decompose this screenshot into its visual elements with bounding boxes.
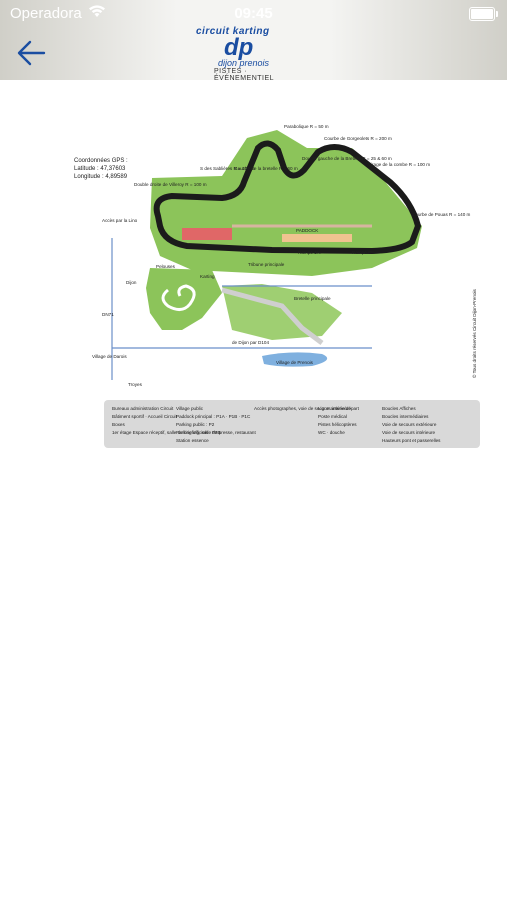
legend-item: Parking officiels : P3B bbox=[176, 430, 221, 435]
gps-title: Coordonnées GPS : bbox=[74, 158, 128, 164]
legend-item: Parking public : P2 bbox=[176, 422, 215, 427]
legend-item: Accès photographes, voie de secours inté… bbox=[254, 406, 351, 411]
village-darois-label: Village de Darois bbox=[92, 354, 127, 359]
corner-label: S des Sablières R = 100 m bbox=[200, 166, 255, 171]
legend-item: Ligne arrivée/départ bbox=[318, 406, 360, 411]
circuit-map: Coordonnées GPS : Latitude : 47,37603 Lo… bbox=[74, 124, 480, 448]
legend-item: 1er étage Espace réceptif, salle de brie… bbox=[112, 430, 256, 435]
legend-item: Boucles Affiches bbox=[382, 406, 416, 411]
legend-item: Voie de secours intérieure bbox=[382, 430, 436, 435]
paved-access bbox=[221, 287, 324, 345]
karting-track bbox=[161, 284, 196, 311]
legend-item: WC · douche bbox=[318, 430, 345, 435]
paddock-area bbox=[182, 228, 232, 240]
legend-item: Pistes hélicoptères bbox=[318, 422, 357, 427]
legend-item: Boucles intermédiaires bbox=[382, 414, 429, 419]
gps-lon: Longitude : 4,89589 bbox=[74, 174, 128, 180]
corner-label: Virage de la combe R = 100 m bbox=[368, 162, 430, 167]
legend-item: Bureaux administration Circuit bbox=[112, 406, 174, 411]
lawns-label: Pelouses bbox=[156, 264, 176, 269]
legend-item: Voie de secours extérieure bbox=[382, 422, 437, 427]
corner-label: Double droite de Villeroy R = 100 m bbox=[134, 182, 207, 187]
karting-grass-area bbox=[146, 268, 222, 330]
clock: 09:45 bbox=[234, 5, 273, 22]
wifi-icon bbox=[89, 5, 105, 17]
legend-item: Boxes bbox=[112, 422, 125, 427]
tribune-label: Tribune principale bbox=[248, 262, 285, 267]
corner-label: Courbe de Pouas R = 140 m bbox=[412, 212, 471, 217]
access-label: Accès par la Lino bbox=[102, 218, 138, 223]
legend-item: Village public bbox=[176, 406, 204, 411]
ramp-label: Rampe 1% bbox=[298, 250, 321, 255]
road-lines bbox=[111, 238, 372, 380]
legend-item: Station essence bbox=[176, 438, 209, 443]
corner-label: Double gauche de la Bretelle R = 25 & 60… bbox=[302, 156, 392, 161]
dn71-label: DN71 bbox=[102, 312, 114, 317]
logo-top-text: circuit karting bbox=[196, 26, 270, 37]
bretelle-label: Bretelle principale bbox=[294, 296, 331, 301]
copyright-label: © Tous droits réservés Circuit Dijon-Pre… bbox=[471, 288, 477, 378]
karting-label: Karting bbox=[200, 274, 215, 279]
legend-box bbox=[104, 400, 480, 448]
lake bbox=[262, 352, 328, 367]
nav-header: Operadora 09:45 circuit karting dp dijon… bbox=[0, 0, 507, 82]
legend-item: Hauteurs pont et passerelles bbox=[382, 438, 441, 443]
pits-area bbox=[282, 234, 352, 242]
brand-logo: circuit karting dp dijon prenois PISTES … bbox=[196, 26, 308, 82]
race-track bbox=[153, 140, 422, 255]
gps-lat: Latitude : 47,37603 bbox=[74, 166, 126, 172]
corner-label: Gauche de la bretelle R = 60 m bbox=[234, 166, 298, 171]
corner-label: Parabolique R = 50 m bbox=[284, 124, 329, 129]
logo-subtitle: PISTES · ÉVÉNEMENTIEL bbox=[214, 68, 275, 82]
carrier-label: Operadora bbox=[10, 5, 82, 22]
legend-item: Poste médical bbox=[318, 414, 347, 419]
legend-item: Paddock principal : P1A · P1B · P1C bbox=[176, 414, 251, 419]
circuit-grass-area bbox=[150, 130, 422, 276]
paddock-label: PADDOCK bbox=[296, 228, 319, 233]
troyes-label: Troyes bbox=[128, 382, 143, 387]
logo-mark: dp bbox=[224, 34, 254, 61]
battery-icon bbox=[469, 7, 498, 21]
status-bar: Operadora 09:45 bbox=[0, 0, 507, 28]
ramp-label: Rampe 8% bbox=[352, 250, 375, 255]
back-arrow-icon[interactable] bbox=[16, 38, 50, 68]
dijon-label: Dijon bbox=[126, 280, 137, 285]
logo-name: dijon prenois bbox=[218, 58, 270, 68]
road-label: de Dijon par D104 bbox=[232, 340, 269, 345]
village-prenois-label: Village de Prenois bbox=[276, 360, 314, 365]
legend-item: Bâtiment sportif · Accueil Circuit bbox=[112, 414, 178, 419]
corner-label: Courbe de Gorgeolets R = 200 m bbox=[324, 136, 392, 141]
